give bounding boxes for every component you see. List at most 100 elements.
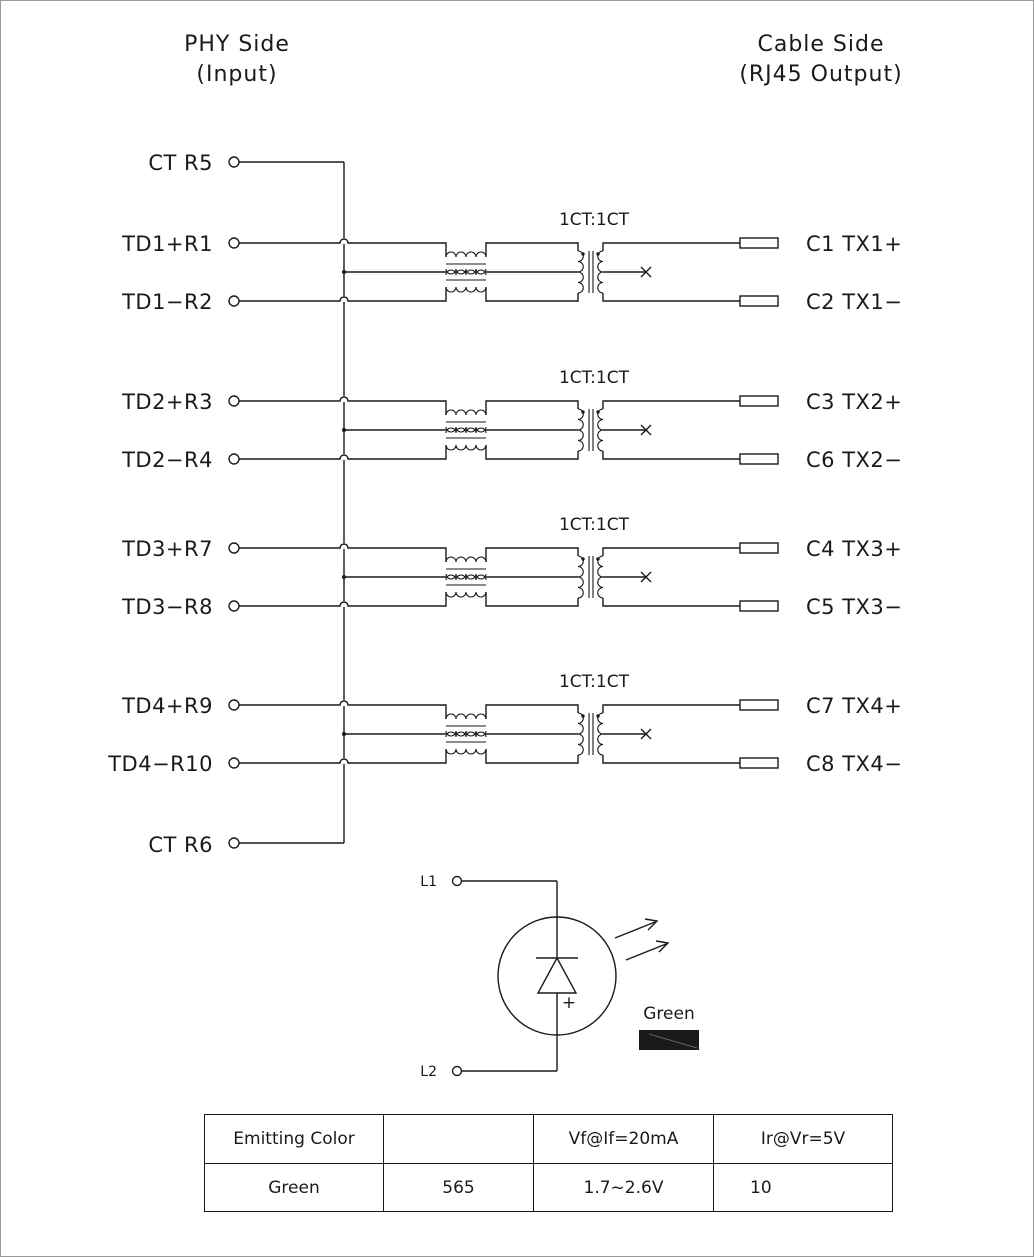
output-plus-connector [739,542,779,554]
polarity-dot [581,410,585,414]
no-connect-icon [640,424,652,436]
no-connect-icon [640,571,652,583]
table-cell: 565 [383,1163,534,1212]
output-minus-connector [739,453,779,465]
secondary-winding [597,712,604,756]
choke-mid-coil [445,573,487,580]
primary-winding [577,408,584,452]
output-minus-connector [739,757,779,769]
led-plus-sign: + [562,993,576,1013]
table-cell: 1.7~2.6V [533,1163,714,1212]
input-minus-wire [239,445,447,460]
choke-mid-coil [445,730,487,737]
input-minus-wire [239,287,447,302]
output-plus-connector [739,699,779,711]
choke-lower-coil [445,444,487,451]
output-plus-wire [602,400,740,409]
input-plus-label: TD2+R3 [121,390,213,414]
junction-dot [342,428,346,432]
choke-mid-coil [445,574,487,581]
led-spec-table: Emitting Color Vf@If=20mA Ir@Vr=5V Green… [204,1114,893,1212]
output-plus-connector [739,395,779,407]
turns-ratio-label: 1CT:1CT [559,368,630,388]
ct-bottom-label: CT R6 [148,833,213,857]
polarity-dot [596,557,600,561]
input-plus-terminal [228,237,240,249]
input-minus-label: TD4−R10 [107,752,213,776]
input-minus-label: TD3−R8 [121,595,213,619]
input-minus-wire [239,592,447,607]
transformer-plus-wire [485,704,579,719]
polarity-dot [581,252,585,256]
table-header-cell [383,1114,534,1164]
table-cell: Green [204,1163,384,1212]
input-plus-label: TD4+R9 [121,694,213,718]
ct-bottom-terminal [228,837,240,849]
phy-input-label: (Input) [196,62,277,87]
choke-mid-coil [445,731,487,738]
led-pin2-terminal [451,1065,463,1077]
turns-ratio-label: 1CT:1CT [559,515,630,535]
turns-ratio-label: 1CT:1CT [559,672,630,692]
transformer-minus-wire [485,592,579,607]
input-plus-terminal [228,542,240,554]
secondary-winding [597,555,604,599]
led-pin2-label: L2 [420,1064,437,1080]
led-pin1-terminal [451,875,463,887]
transformer-plus-wire [485,242,579,257]
no-connect-icon [640,728,652,740]
choke-lower-coil [445,286,487,293]
output-minus-wire [602,451,740,460]
led-pin1-label: L1 [420,874,437,890]
output-minus-label: C5 TX3− [806,595,902,619]
output-minus-label: C2 TX1− [806,290,902,314]
output-plus-label: C3 TX2+ [806,390,902,414]
output-minus-wire [602,755,740,764]
primary-winding [577,250,584,294]
output-plus-label: C1 TX1+ [806,232,902,256]
transformer-plus-wire [485,400,579,415]
junction-dot [342,575,346,579]
choke-mid-coil [445,268,487,275]
transformer-minus-wire [485,749,579,764]
output-plus-wire [602,704,740,713]
secondary-winding [597,250,604,294]
cable-output-label: (RJ45 Output) [739,62,902,87]
choke-mid-coil [445,269,487,276]
input-plus-wire [239,238,447,257]
transformer-minus-wire [485,287,579,302]
input-plus-wire [239,396,447,415]
choke-upper-coil [445,409,487,416]
emission-arrows-icon [614,918,670,961]
table-header-cell: Emitting Color [204,1114,384,1164]
input-plus-terminal [228,395,240,407]
polarity-dot [596,714,600,718]
output-plus-wire [602,242,740,251]
input-minus-label: TD2−R4 [121,448,213,472]
polarity-dot [596,252,600,256]
table-row: Green 565 1.7~2.6V 10 [204,1163,893,1212]
input-minus-terminal [228,453,240,465]
choke-upper-coil [445,556,487,563]
primary-winding [577,555,584,599]
choke-mid-coil [445,427,487,434]
output-minus-connector [739,600,779,612]
input-plus-wire [239,543,447,562]
input-minus-wire [239,749,447,764]
output-minus-label: C8 TX4− [806,752,902,776]
output-plus-label: C4 TX3+ [806,537,902,561]
led-color-label: Green [643,1004,694,1024]
junction-dot [342,732,346,736]
led-symbol: L1 + L2 Green [420,874,699,1080]
ct-top-label: CT R5 [148,151,213,175]
junction-dot [342,270,346,274]
table-header-cell: Vf@If=20mA [533,1114,714,1164]
choke-lower-coil [445,591,487,598]
output-plus-wire [602,547,740,556]
choke-lower-coil [445,748,487,755]
